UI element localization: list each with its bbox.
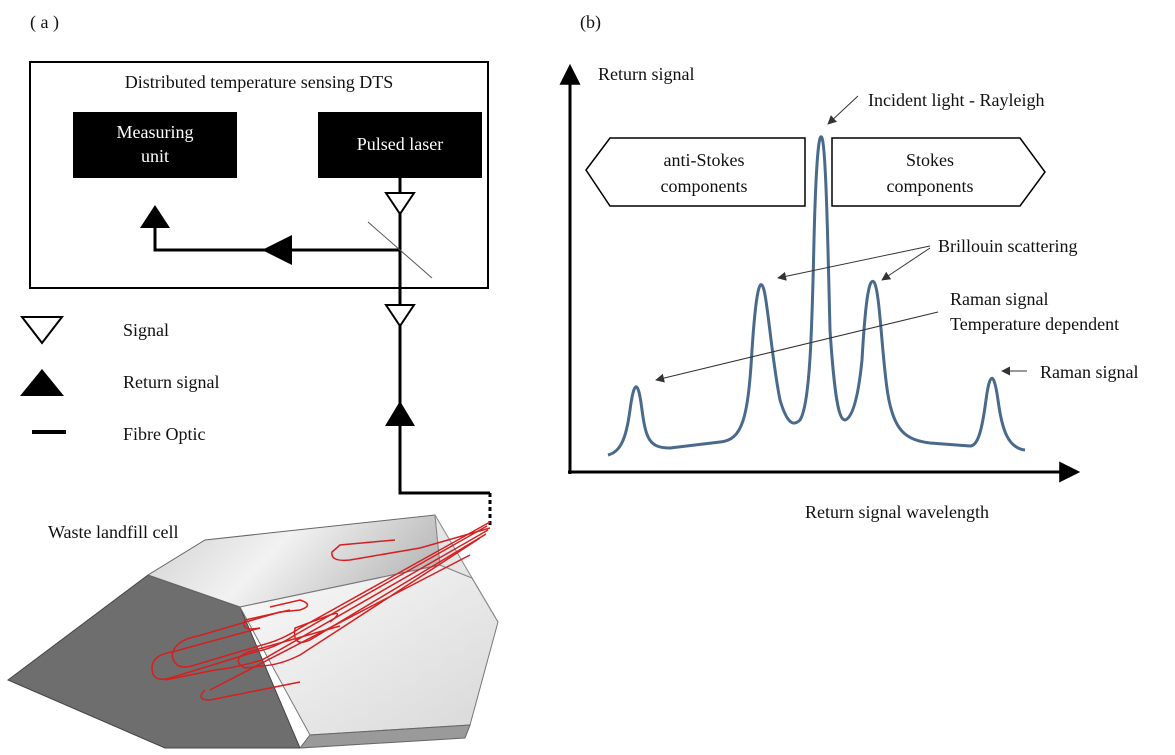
spectrum-curve — [607, 135, 1026, 457]
return-signal-triangle-icon — [385, 401, 415, 426]
landfill-label: Waste landfill cell — [48, 522, 179, 542]
pulsed-laser-label: Pulsed laser — [357, 134, 443, 154]
raman-annotation: Raman signal — [1040, 362, 1138, 382]
stokes-components-label-box: Stokes components — [831, 137, 1046, 207]
dts-box-title: Distributed temperature sensing DTS — [125, 72, 393, 92]
signal-legend-icon — [19, 316, 65, 345]
measuring-unit-box: Measuring unit — [73, 112, 237, 178]
panel-a-label: ( a ) — [30, 12, 59, 33]
anti-stokes-label-line1: anti-Stokes — [664, 150, 745, 170]
brillouin-annotation: Brillouin scattering — [938, 236, 1077, 256]
fibre-optic-return-path — [153, 218, 400, 252]
rayleigh-pointer — [827, 95, 859, 125]
legend-fibre-optic-label: Fibre Optic — [123, 424, 206, 444]
anti-stokes-label-line2: components — [661, 176, 748, 196]
measuring-unit-label-line2: unit — [141, 146, 169, 166]
legend-signal-label: Signal — [123, 320, 169, 340]
return-signal-triangle-icon — [140, 205, 170, 228]
rayleigh-annotation: Incident light - Rayleigh — [868, 90, 1044, 110]
stokes-label-line1: Stokes — [906, 150, 954, 170]
stokes-label-line2: components — [887, 176, 974, 196]
legend-return-signal-label: Return signal — [123, 372, 220, 392]
return-signal-triangle-icon — [262, 235, 292, 265]
signal-triangle-icon — [384, 304, 416, 328]
beam-splitter-line — [367, 221, 433, 279]
x-axis-label: Return signal wavelength — [805, 502, 989, 522]
signal-triangle-icon — [384, 192, 416, 216]
measuring-unit-label-line1: Measuring — [117, 122, 194, 142]
return-signal-legend-icon — [20, 369, 64, 396]
y-axis-label: Return signal — [598, 64, 695, 84]
landfill-cell-illustration — [7, 514, 499, 749]
fibre-optic-line — [398, 288, 490, 495]
panel-b-label: (b) — [580, 12, 601, 33]
raman-td-annotation-line1: Raman signal — [950, 289, 1048, 309]
fibre-loops-in-landfill — [151, 521, 491, 701]
spectrum-plot: Return signal Return signal wavelength a… — [559, 63, 1138, 522]
anti-stokes-components-label-box: anti-Stokes components — [585, 137, 806, 207]
pulsed-laser-box: Pulsed laser — [318, 112, 482, 178]
legend: Signal Return signal Fibre Optic — [19, 316, 220, 444]
brillouin-pointer-left — [777, 245, 931, 281]
brillouin-pointer-right — [881, 247, 931, 281]
dts-box: Distributed temperature sensing DTS Meas… — [29, 61, 489, 300]
raman-td-annotation-line2: Temperature dependent — [950, 314, 1119, 334]
raman-temperature-pointer — [655, 311, 939, 383]
